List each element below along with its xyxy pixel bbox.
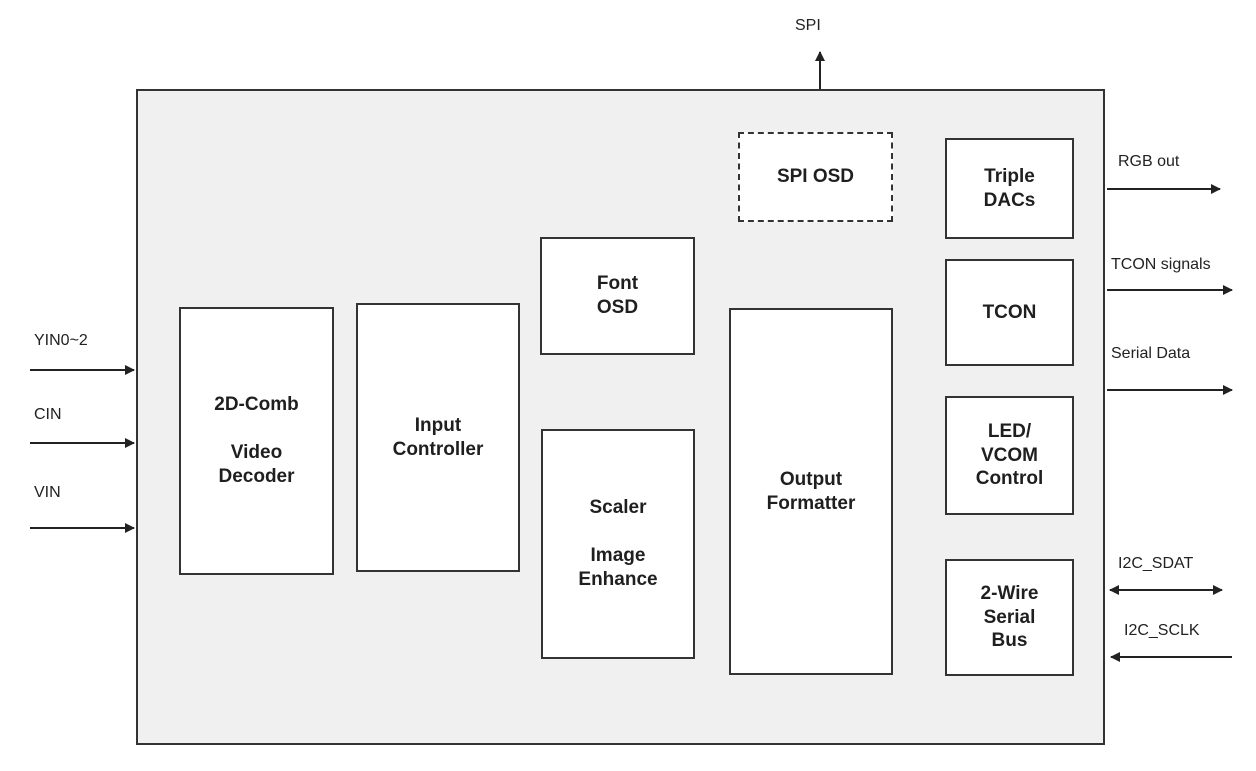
block-label: Triple <box>984 165 1035 187</box>
block-label: DACs <box>983 189 1036 211</box>
block-label: Scaler <box>589 497 647 519</box>
two-wire-serial-bus-block: 2-Wire Serial Bus <box>945 559 1074 676</box>
i2c-sclk-label: I2C_SCLK <box>1124 622 1200 639</box>
yin-label: YIN0~2 <box>34 332 88 349</box>
block-label: Video <box>230 442 283 464</box>
block-label: VCOM <box>981 444 1038 466</box>
i2c-sdat-label: I2C_SDAT <box>1118 555 1194 572</box>
block-label: Output <box>779 468 843 490</box>
block-label: Font <box>596 273 639 295</box>
led-vcom-control-block: LED/ VCOM Control <box>945 396 1074 515</box>
tcon-block: TCON <box>945 259 1074 366</box>
triple-dacs-block: Triple DACs <box>945 138 1074 239</box>
block-label: Decoder <box>218 465 295 487</box>
block-label: 2D-Comb <box>214 394 299 416</box>
block-label: Bus <box>991 630 1028 652</box>
block-label: OSD <box>596 297 639 318</box>
block-label: TCON <box>982 301 1037 323</box>
block-label: Serial <box>983 606 1036 628</box>
block-label: LED/ <box>987 420 1032 442</box>
block-label: Controller <box>392 438 484 460</box>
tcon-signals-label: TCON signals <box>1111 256 1211 273</box>
spi-label: SPI <box>795 17 821 34</box>
serial-data-label: Serial Data <box>1111 345 1191 362</box>
block-label: Control <box>975 468 1044 490</box>
font-osd-block: Font OSD <box>540 237 695 355</box>
block-label: Enhance <box>578 568 658 590</box>
block-label: SPI OSD <box>776 166 855 188</box>
output-formatter-block: Output Formatter <box>729 308 893 675</box>
block-label: Input <box>414 414 462 436</box>
cin-label: CIN <box>34 406 62 423</box>
rgb-out-label: RGB out <box>1118 153 1180 170</box>
spi-osd-block: SPI OSD <box>738 132 893 222</box>
comb-video-decoder-block: 2D-Comb Video Decoder <box>179 307 334 575</box>
scaler-image-enhance-block: Scaler Image Enhance <box>541 429 695 659</box>
vin-label: VIN <box>34 484 61 501</box>
input-controller-block: Input Controller <box>356 303 520 572</box>
block-label: Image <box>590 545 646 567</box>
block-label: Formatter <box>766 492 856 514</box>
block-label: 2-Wire <box>980 582 1039 604</box>
